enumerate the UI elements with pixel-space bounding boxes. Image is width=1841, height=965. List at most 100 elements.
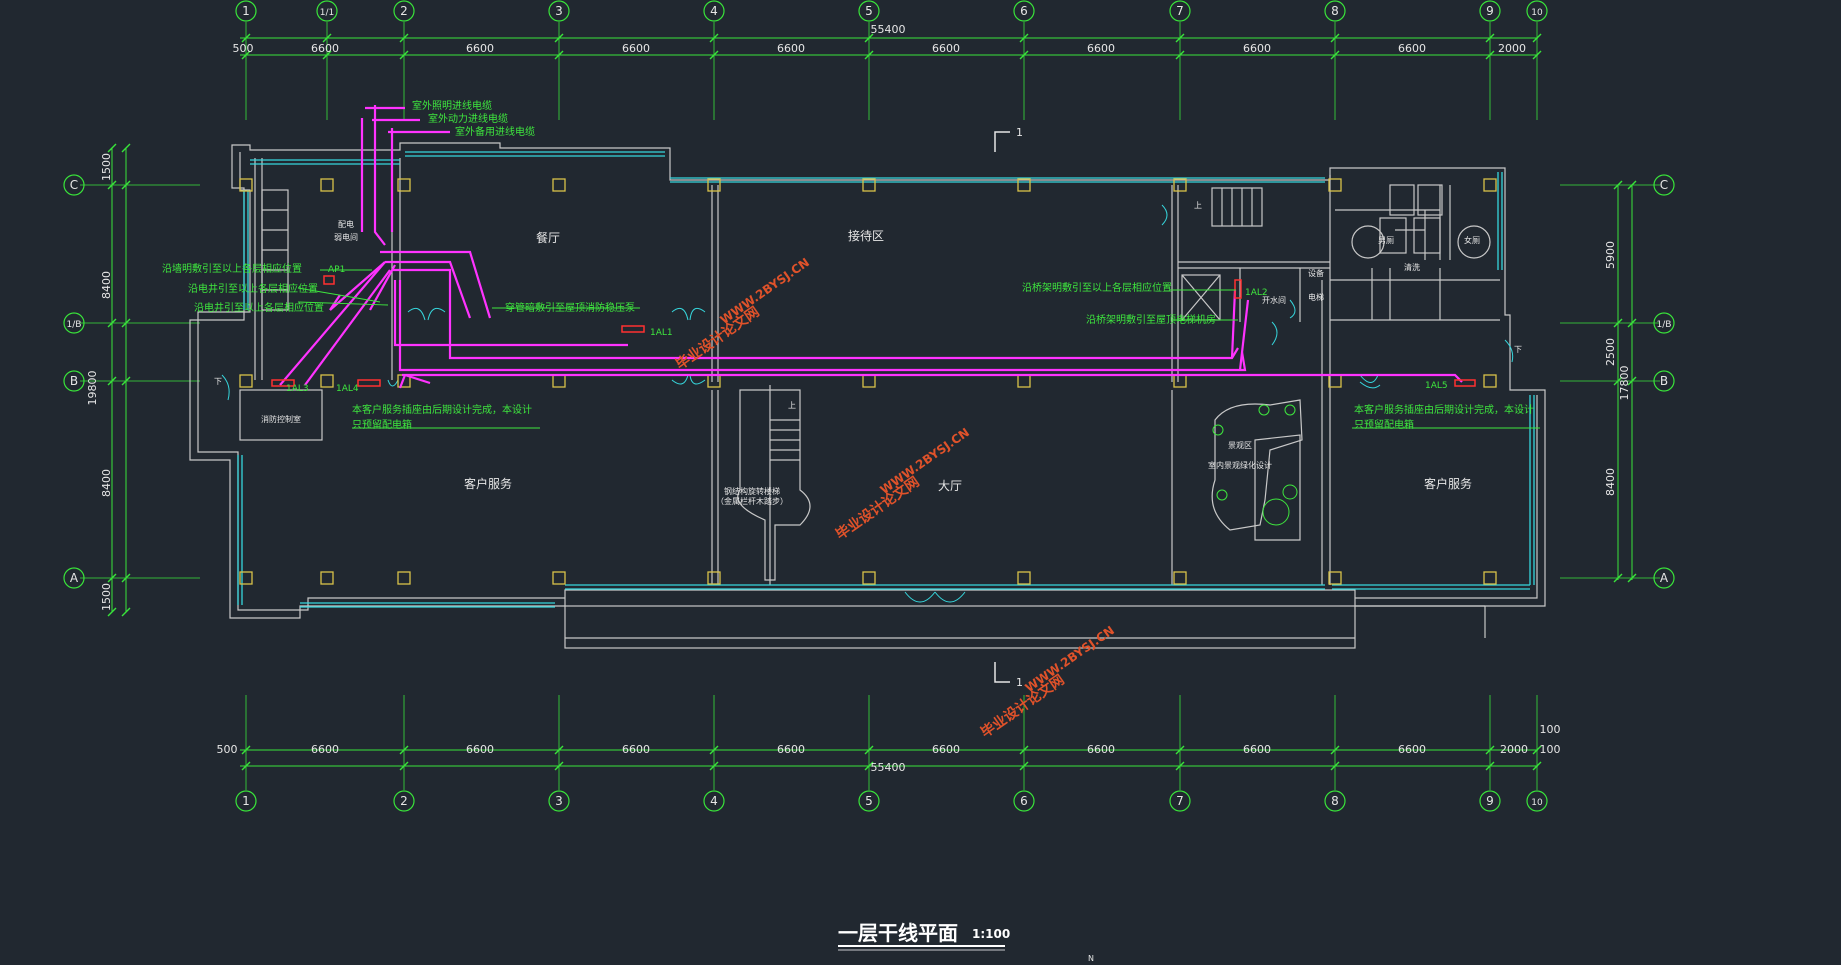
tree-icon-1 <box>1258 404 1270 416</box>
column <box>1017 178 1031 192</box>
axis-right-label-1: 1/B <box>1657 320 1672 330</box>
column <box>397 571 411 585</box>
room-shaft-label2: 弱电间 <box>334 232 358 242</box>
dim-bottom-6: 6600 <box>1087 743 1115 756</box>
dim-bottom-extra-1: 100 <box>1540 743 1561 756</box>
windows <box>237 151 1535 608</box>
section-mark-labels: 1 1 <box>1016 126 1023 689</box>
distribution-panels <box>271 275 1476 387</box>
column <box>1017 374 1031 388</box>
column <box>1017 571 1031 585</box>
column <box>239 571 253 585</box>
axis-right-label-3: A <box>1660 571 1669 585</box>
room-service-right: 客户服务 <box>1424 476 1472 491</box>
axis-bottom-label-9: 10 <box>1531 798 1543 808</box>
label-1al1: 1AL1 <box>650 328 673 338</box>
mark-down-1: 下 <box>214 377 222 386</box>
dim-top-3: 6600 <box>622 42 650 55</box>
axis-left-bubble-1 <box>63 312 85 334</box>
axis-bottom-bubble-8 <box>1479 790 1501 812</box>
dim-bottom-extra-0: 100 <box>1540 723 1561 736</box>
right-dimension-texts: 5900 2500 8400 17800 <box>1604 241 1631 496</box>
axis-bottom-label-8: 9 <box>1486 794 1494 808</box>
room-lift: 电梯 <box>1308 292 1324 302</box>
section-marks <box>994 131 1010 683</box>
dim-top-5: 6600 <box>932 42 960 55</box>
annot-cable-power: 室外动力进线电缆 <box>428 112 508 125</box>
axis-top-label-3: 3 <box>555 4 563 18</box>
dim-bottom-0: 500 <box>217 743 238 756</box>
dim-top-8: 6600 <box>1398 42 1426 55</box>
label-ap1: AP1 <box>328 265 345 275</box>
label-1al2: 1AL2 <box>1245 288 1268 298</box>
axis-right-label-2: B <box>1660 374 1668 388</box>
axis-top-bubble-9 <box>1479 0 1501 22</box>
top-dimension-texts: 500 6600 6600 6600 6600 6600 6600 6600 6… <box>233 23 1527 55</box>
panel-1al2-box <box>1234 279 1242 299</box>
column <box>1328 178 1342 192</box>
axis-top-bubble-1 <box>316 0 338 22</box>
tree-icon-5 <box>1262 498 1290 526</box>
room-equipment: 设备 <box>1308 268 1324 278</box>
label-1al4: 1AL4 <box>336 384 359 394</box>
watermark-2a: 毕业设计论文网 <box>833 473 923 543</box>
axis-top-bubble-0 <box>235 0 257 22</box>
dim-top-0: 500 <box>233 42 254 55</box>
axis-bottom-label-7: 8 <box>1331 794 1339 808</box>
axis-bottom-label-3: 4 <box>710 794 718 808</box>
axis-right-bubble-0 <box>1653 174 1675 196</box>
axis-bottom-label-6: 7 <box>1176 794 1184 808</box>
dim-top-7: 6600 <box>1243 42 1271 55</box>
dim-top-9: 2000 <box>1498 42 1526 55</box>
axis-bottom-label-4: 5 <box>865 794 873 808</box>
column <box>862 571 876 585</box>
left-axis-bubbles: C1/BBA <box>63 174 85 589</box>
annot-cable-backup: 室外备用进线电缆 <box>455 125 535 138</box>
column <box>1173 374 1187 388</box>
axis-top-bubble-5 <box>858 0 880 22</box>
drawing-scale: 1:100 <box>972 927 1010 941</box>
column <box>1328 374 1342 388</box>
axis-top-bubble-4 <box>703 0 725 22</box>
dim-bottom-3: 6600 <box>622 743 650 756</box>
doors <box>221 204 1514 603</box>
room-service-left: 客户服务 <box>464 476 512 491</box>
axis-top-label-7: 7 <box>1176 4 1184 18</box>
tree-icon-3 <box>1216 489 1228 501</box>
left-dimension-texts: 1500 8400 8400 1500 19800 <box>86 153 113 611</box>
axis-left-label-1: 1/B <box>67 320 82 330</box>
section-mark-top: 1 <box>1016 126 1023 139</box>
room-small-labels: 男厕 女厕 清洗 消防控制室 开水间 设备 电梯 景观区 室内景观绿化设计 钢结… <box>214 201 1522 506</box>
room-fire-control: 消防控制室 <box>261 414 301 424</box>
column <box>1328 571 1342 585</box>
bottom-dimension-texts: 500 6600 6600 6600 6600 6600 6600 6600 6… <box>217 723 1561 774</box>
column <box>397 178 411 192</box>
dim-left-1: 8400 <box>100 271 113 299</box>
axis-bottom-label-5: 6 <box>1020 794 1028 808</box>
axis-bottom-bubble-1 <box>393 790 415 812</box>
axis-bottom-bubble-6 <box>1169 790 1191 812</box>
dim-right-total: 17800 <box>1618 366 1631 401</box>
panel-labels: AP1 1AL1 1AL2 1AL3 1AL4 1AL5 <box>286 265 1448 394</box>
drawing-title: 一层干线平面 <box>838 921 958 945</box>
axis-top-bubble-2 <box>393 0 415 22</box>
panel-ap1-box <box>323 275 335 285</box>
room-stair-note: 钢结构旋转楼梯 <box>724 486 780 496</box>
dim-right-1: 2500 <box>1604 338 1617 366</box>
axis-top-bubble-3 <box>548 0 570 22</box>
axis-right-bubble-3 <box>1653 567 1675 589</box>
axis-bottom-label-0: 1 <box>242 794 250 808</box>
axis-top-bubble-10 <box>1526 0 1548 22</box>
north-mark: N <box>1088 954 1094 961</box>
axis-left-label-3: A <box>70 571 79 585</box>
axis-top-bubble-8 <box>1324 0 1346 22</box>
annot-shaft-up2: 沿电井引至以上各层相应位置 <box>194 301 324 314</box>
column <box>320 571 334 585</box>
column <box>1173 178 1187 192</box>
dim-left-total: 19800 <box>86 371 99 406</box>
axis-right-bubble-1 <box>1653 312 1675 334</box>
room-men-wc: 男厕 <box>1378 236 1394 245</box>
column <box>320 178 334 192</box>
